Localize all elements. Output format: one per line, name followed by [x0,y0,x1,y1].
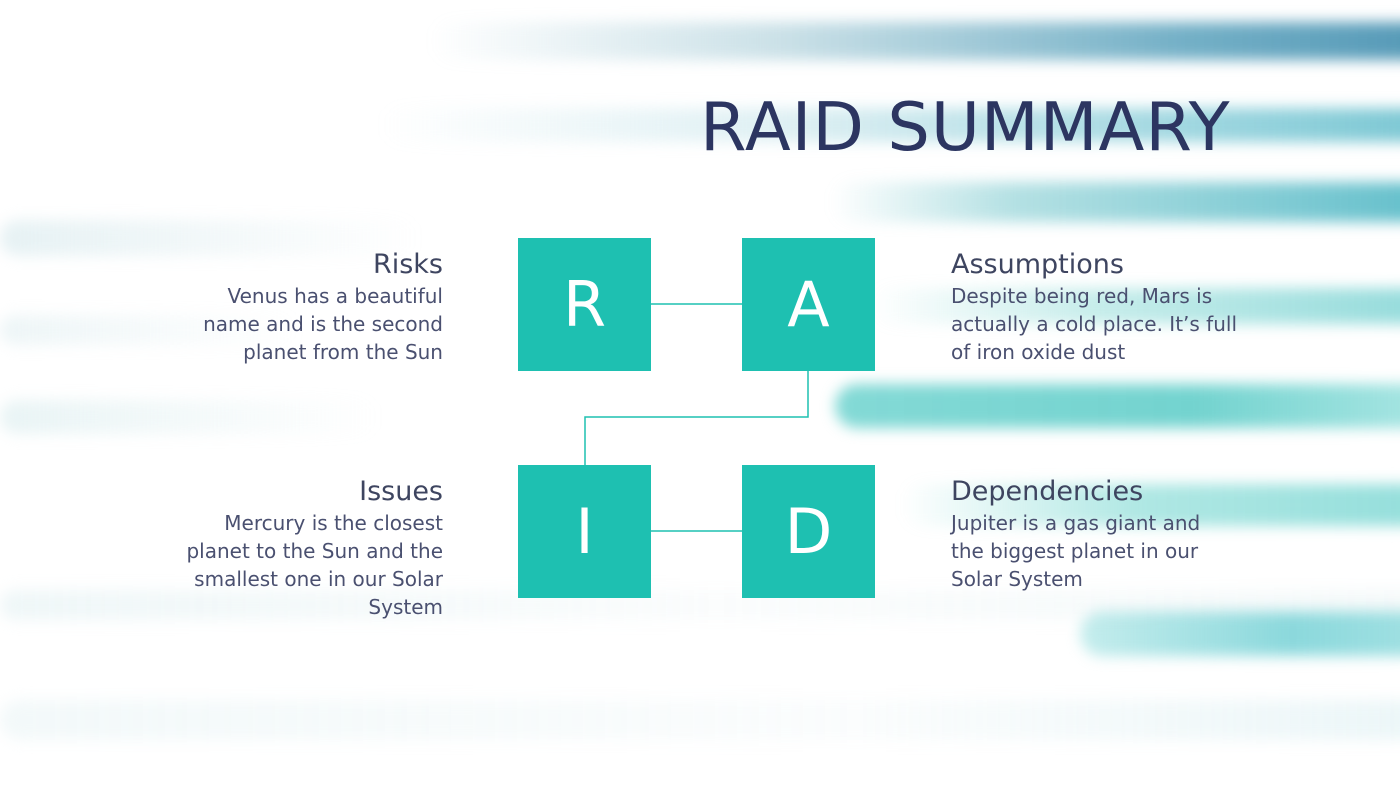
dependencies-heading: Dependencies [951,476,1144,507]
brush-stroke [0,400,380,434]
risks-block: Risks Venus has a beautiful name and is … [123,248,443,366]
issues-description: Mercury is the closest planet to the Sun… [123,509,443,621]
dependencies-description: Jupiter is a gas giant and the biggest p… [951,509,1281,593]
brush-stroke [0,315,300,345]
issues-line: System [368,595,443,619]
brush-stroke [900,484,1400,526]
dependencies-line: Solar System [951,567,1083,591]
assumptions-line: actually a cold place. It’s full [951,312,1238,336]
issues-letter: I [575,495,594,568]
assumptions-letter: A [787,268,830,341]
issues-block: Issues Mercury is the closest planet to … [123,475,443,621]
risks-letter-box: R [518,238,651,371]
assumptions-letter-box: A [742,238,875,371]
slide-title: RAID SUMMARY [700,88,1231,166]
issues-line: planet to the Sun and the [186,539,443,563]
risks-heading: Risks [372,249,443,280]
assumptions-line: of iron oxide dust [951,340,1126,364]
dependencies-line: the biggest planet in our [951,539,1199,563]
risks-line: planet from the Sun [243,340,443,364]
dependencies-letter: D [784,495,833,568]
brush-stroke [1080,612,1400,656]
brush-stroke [870,288,1400,324]
issues-line: smallest one in our Solar [194,567,443,591]
brush-stroke [835,384,1400,428]
brush-stroke [0,220,420,256]
dependencies-letter-box: D [742,465,875,598]
issues-letter-box: I [518,465,651,598]
assumptions-line: Despite being red, Mars is [951,284,1213,308]
risks-line: name and is the second [203,312,443,336]
issues-line: Mercury is the closest [224,511,443,535]
assumptions-heading: Assumptions [951,249,1124,280]
risks-line: Venus has a beautiful [227,284,444,308]
assumptions-block: Assumptions Despite being red, Mars is a… [951,248,1281,366]
risks-description: Venus has a beautiful name and is the se… [123,282,443,366]
brush-stroke [380,108,1400,142]
brush-stroke [830,182,1400,222]
issues-heading: Issues [359,476,443,507]
dependencies-line: Jupiter is a gas giant and [951,511,1201,535]
connector-a-i [584,371,809,465]
brush-stroke [430,22,1400,60]
dependencies-block: Dependencies Jupiter is a gas giant and … [951,475,1281,593]
assumptions-description: Despite being red, Mars is actually a co… [951,282,1281,366]
brush-stroke [0,700,1400,740]
risks-letter: R [562,268,607,341]
